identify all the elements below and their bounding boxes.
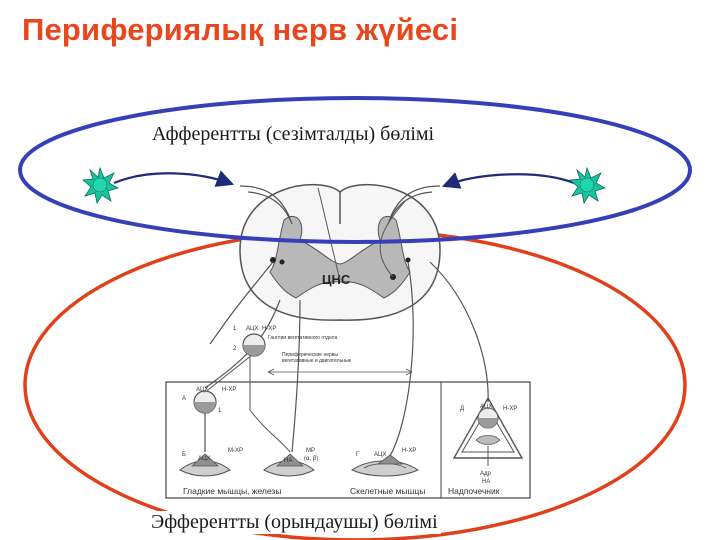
- section-d-label: Д: [460, 406, 464, 412]
- receptor-v-ab: (α, β): [304, 456, 318, 462]
- receptor-hxr-label: Н-ХР: [262, 326, 276, 332]
- efferent-section-label: Эфферентты (орындаушы) бөлімі: [148, 511, 441, 534]
- scheme-frame: [165, 381, 531, 499]
- receptor-b-ah: АЦХ: [198, 456, 210, 462]
- receptor-v-na: НА: [284, 458, 292, 464]
- receptor-g-ah: АЦХ: [374, 452, 386, 458]
- section-a-label: А: [182, 396, 186, 402]
- left-afferent-arrow: [113, 170, 235, 187]
- cns-label: ЦНС: [322, 272, 351, 287]
- receptor-d-ah: АЦХ: [480, 404, 492, 410]
- section-b-label: Б: [182, 452, 186, 458]
- afferent-section-label: Афферентты (сезімталды) бөлімі: [152, 123, 435, 145]
- caption-smooth-muscle: Гладкие мышцы, железы: [183, 486, 281, 496]
- caption-adrenal: Надпочечник: [448, 486, 500, 496]
- receptor-v-mr: МР: [306, 448, 315, 454]
- receptor-ah-label: АЦХ: [246, 326, 258, 332]
- caption-skeletal-muscle: Скелетные мышцы: [350, 486, 425, 496]
- nucleus-2-label: 2: [233, 346, 237, 352]
- receptor-b-mxr: М-ХР: [228, 448, 243, 454]
- autonomic-scheme: 1 2 АЦХ Н-ХР Ганглии вегетативного отдел…: [165, 261, 531, 499]
- page-title: Перифериялық нерв жүйесі: [22, 12, 459, 47]
- nerves-label-2: вегетативные и двигательные: [282, 358, 352, 364]
- nucleus-1-label: 1: [233, 326, 237, 332]
- receptor-a-ah: АЦХ: [196, 387, 208, 393]
- right-afferent-arrow: [441, 172, 575, 189]
- afferent-ellipse: [18, 96, 692, 244]
- right-receptor-icon: [569, 166, 607, 205]
- nerves-label-1: Периферические нервы: [282, 352, 338, 358]
- section-g-label: Г: [356, 452, 360, 458]
- receptor-d-ad: Адр: [480, 471, 492, 477]
- receptor-g-hxr: Н-ХР: [402, 448, 416, 454]
- receptor-a-hxr: Н-ХР: [222, 387, 236, 393]
- ganglion-label: Ганглии вегетативного отдела: [268, 335, 338, 341]
- receptor-a-num: 1: [218, 408, 222, 414]
- spinal-cord-section: ЦНС: [239, 183, 441, 321]
- receptor-d-hxr: Н-ХР: [503, 406, 517, 412]
- left-receptor-icon: [82, 166, 120, 205]
- receptor-d-na: НА: [482, 479, 490, 485]
